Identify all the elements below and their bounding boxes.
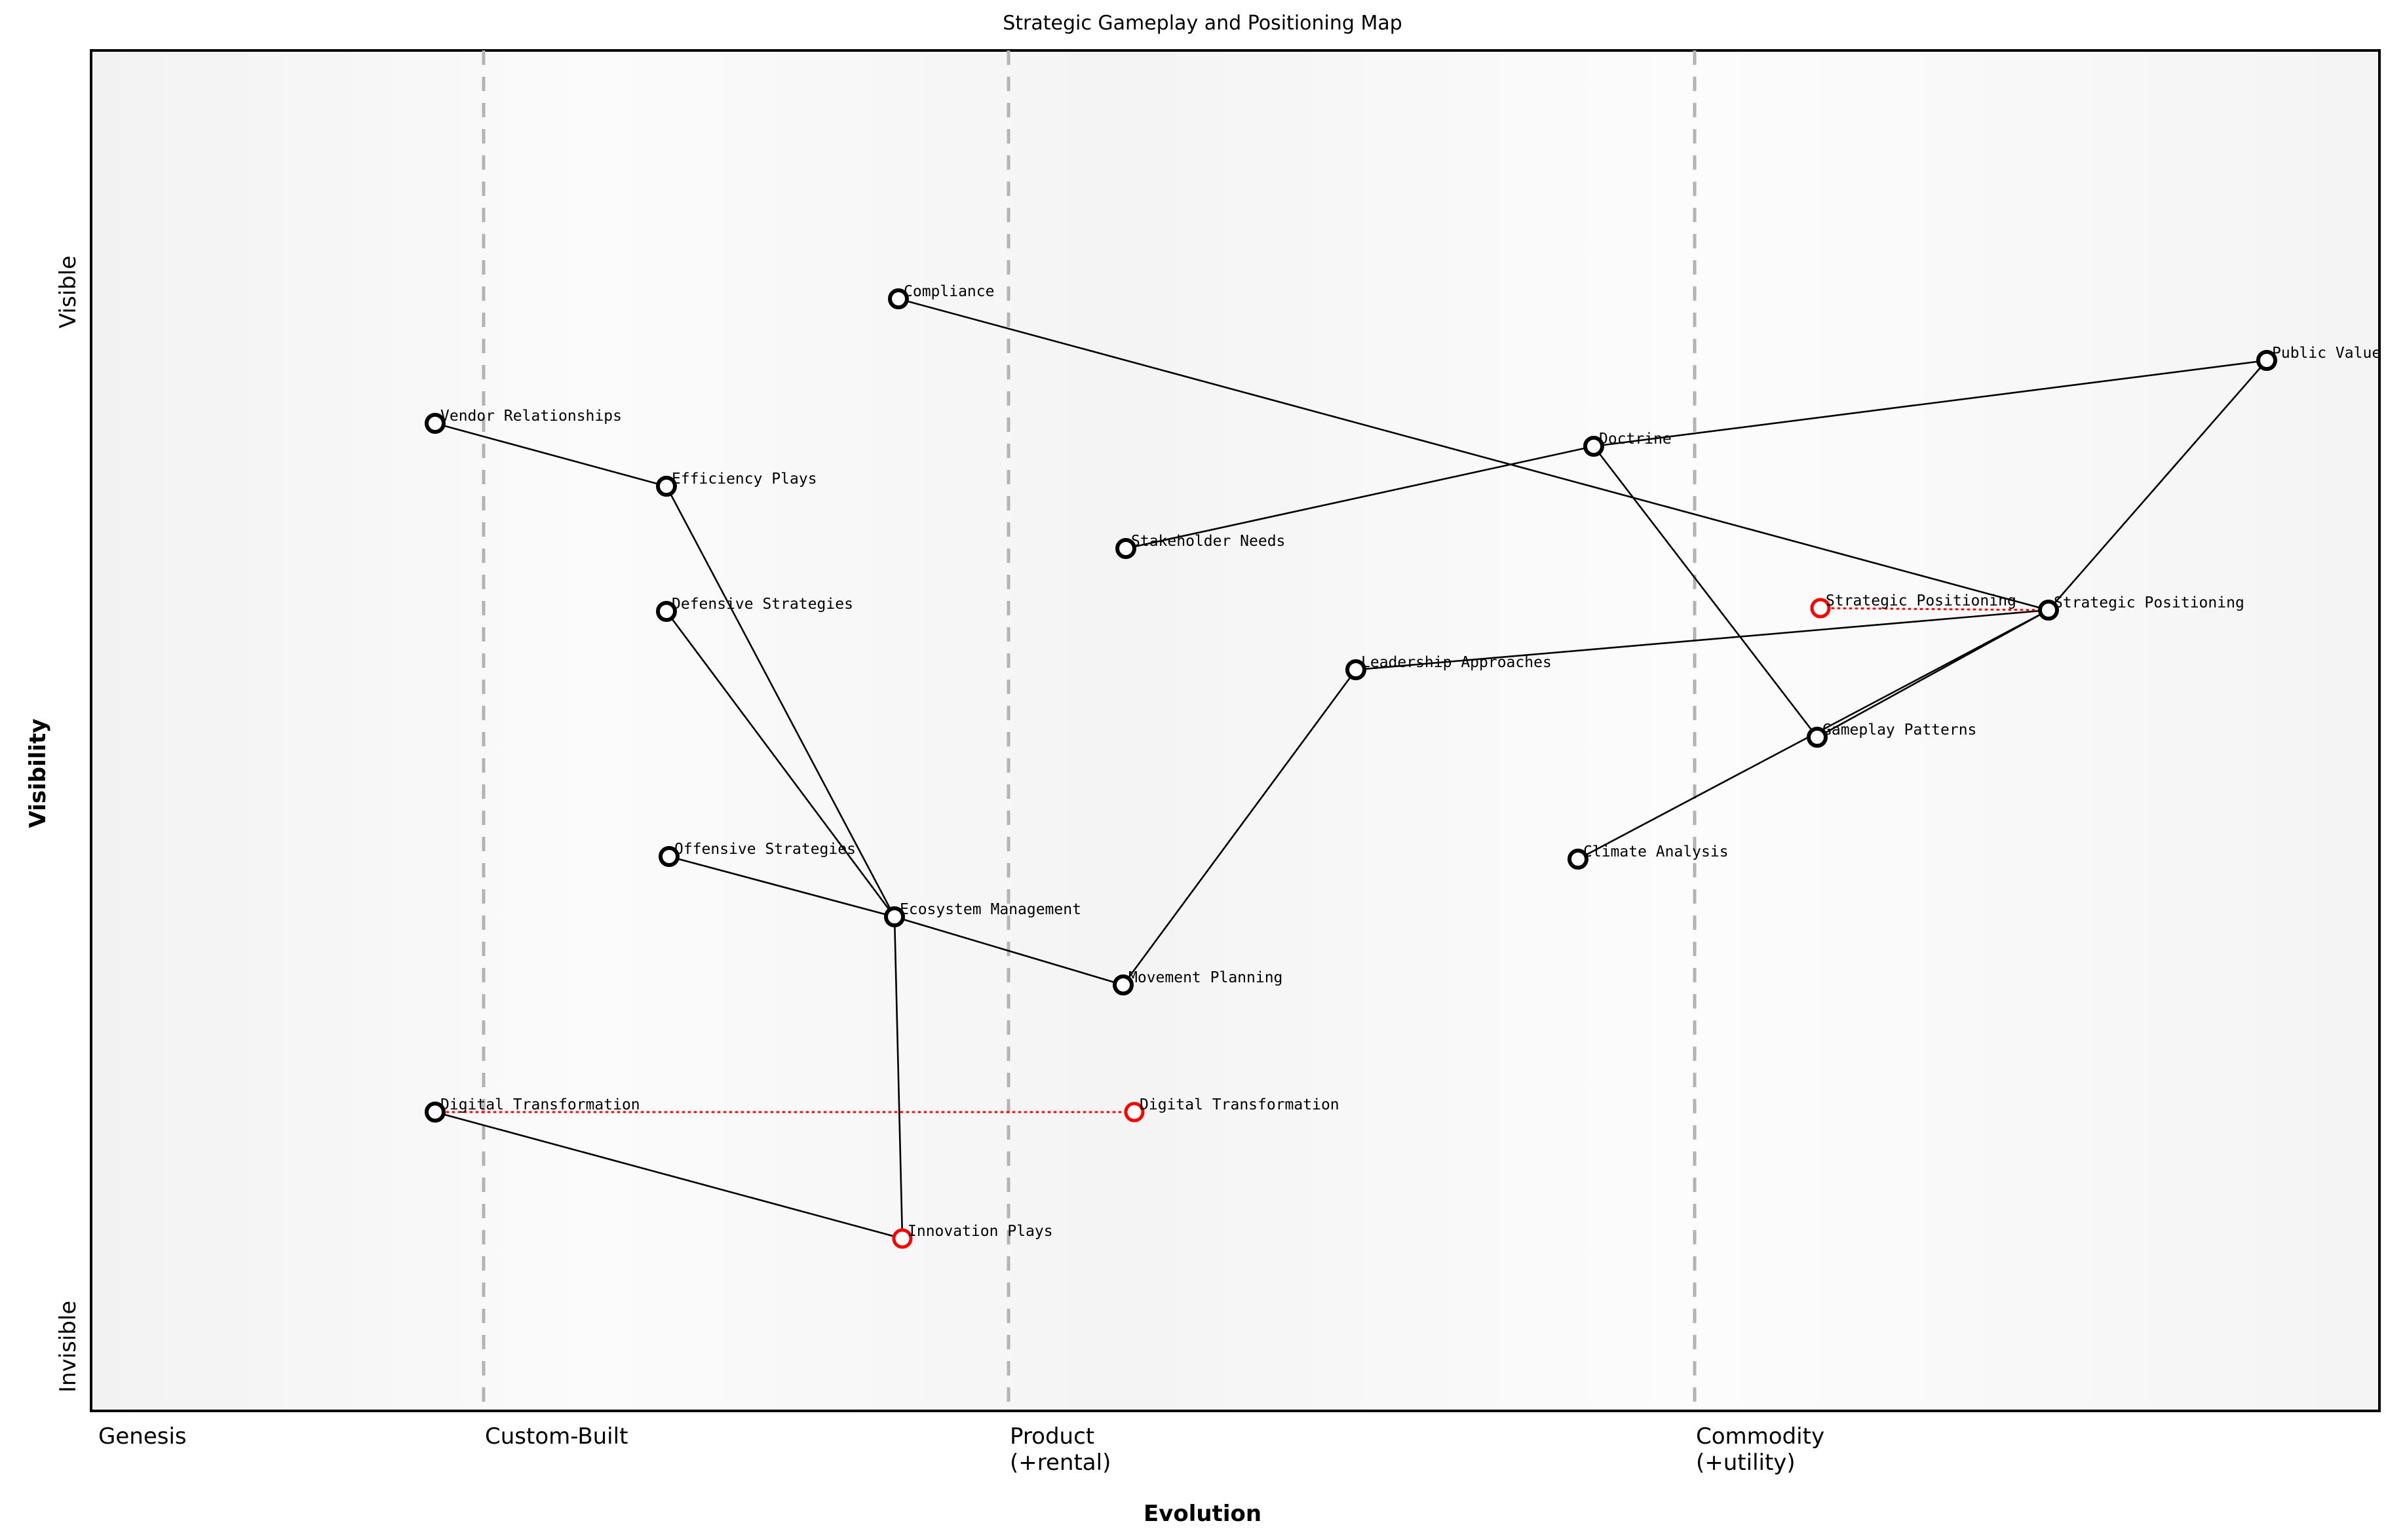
node-label-innovation_plays: Innovation Plays xyxy=(908,1223,1053,1240)
node-label-strategic_positioning: Strategic Positioning xyxy=(2054,594,2244,611)
node-label-compliance: Compliance xyxy=(904,283,995,300)
link-digital_transformation-to-innovation_plays xyxy=(434,1111,903,1240)
x-axis-tick-3: Commodity(+utility) xyxy=(1696,1423,1824,1476)
x-axis-tick-label: Genesis xyxy=(98,1423,187,1450)
link-stakeholder_needs-to-doctrine xyxy=(1125,445,1594,550)
x-axis-tick-label: Product xyxy=(1010,1423,1095,1450)
node-stakeholder_needs[interactable] xyxy=(1115,538,1136,559)
y-axis-tick-visible: Visible xyxy=(55,256,81,329)
node-compliance[interactable] xyxy=(888,288,909,309)
node-label-ecosystem_management: Ecosystem Management xyxy=(900,901,1081,918)
x-axis-title: Evolution xyxy=(1143,1501,1262,1527)
x-axis-tick-label: Commodity xyxy=(1696,1423,1825,1450)
link-compliance-to-strategic_positioning xyxy=(898,298,2049,611)
x-axis-tick-sublabel: (+utility) xyxy=(1696,1450,1796,1476)
node-label-climate_analysis: Climate Analysis xyxy=(1583,843,1729,860)
node-label-public_value: Public Value xyxy=(2272,345,2381,362)
node-label-gameplay_patterns: Gameplay Patterns xyxy=(1822,722,1977,739)
node-strategic_positioning_ghost[interactable] xyxy=(1810,598,1831,619)
node-label-movement_planning: Movement Planning xyxy=(1128,969,1283,986)
node-label-digital_transformation_ghost: Digital Transformation xyxy=(1140,1096,1339,1113)
node-digital_transformation[interactable] xyxy=(425,1102,446,1123)
node-ecosystem_management[interactable] xyxy=(884,906,905,927)
link-defensive_strategies-to-ecosystem_management xyxy=(665,611,896,917)
link-public_value-to-strategic_positioning xyxy=(2048,360,2267,611)
node-label-defensive_strategies: Defensive Strategies xyxy=(672,596,853,613)
dependency-links xyxy=(434,298,2267,1240)
link-ecosystem_management-to-innovation_plays xyxy=(893,916,904,1239)
node-offensive_strategies[interactable] xyxy=(659,846,680,867)
link-doctrine-to-gameplay_patterns xyxy=(1592,446,1818,738)
node-label-offensive_strategies: Offensive Strategies xyxy=(674,841,856,858)
node-public_value[interactable] xyxy=(2256,350,2277,371)
node-efficiency_plays[interactable] xyxy=(656,476,677,497)
x-axis-tick-label: Custom-Built xyxy=(485,1423,628,1450)
evolve-link-strategic_positioning_ghost xyxy=(1819,607,2050,611)
x-axis-tick-0: Genesis xyxy=(98,1423,187,1450)
page-title: Strategic Gameplay and Positioning Map xyxy=(1003,12,1402,35)
node-label-efficiency_plays: Efficiency Plays xyxy=(672,471,817,488)
node-climate_analysis[interactable] xyxy=(1568,849,1588,870)
link-offensive_strategies-to-ecosystem_management xyxy=(668,855,895,918)
node-strategic_positioning[interactable] xyxy=(2038,600,2059,621)
evolution-gridlines xyxy=(482,50,1697,1411)
node-label-strategic_positioning_ghost: Strategic Positioning xyxy=(1826,592,2016,609)
link-vendor_relationships-to-efficiency_plays xyxy=(434,422,667,488)
y-axis-title: Visibility xyxy=(25,718,51,828)
x-axis-tick-sublabel: (+rental) xyxy=(1010,1450,1111,1476)
link-efficiency_plays-to-ecosystem_management xyxy=(665,486,896,917)
node-digital_transformation_ghost[interactable] xyxy=(1124,1102,1145,1123)
node-label-leadership_approaches: Leadership Approaches xyxy=(1361,654,1552,671)
evolution-arrows xyxy=(434,607,2050,1113)
node-gameplay_patterns[interactable] xyxy=(1807,727,1828,748)
node-label-doctrine: Doctrine xyxy=(1599,431,1672,448)
node-label-digital_transformation: Digital Transformation xyxy=(440,1096,640,1113)
link-leadership_approaches-to-strategic_positioning xyxy=(1355,609,2049,671)
link-movement_planning-to-leadership_approaches xyxy=(1122,669,1357,986)
node-label-stakeholder_needs: Stakeholder Needs xyxy=(1131,533,1286,550)
link-ecosystem_management-to-movement_planning xyxy=(894,915,1124,986)
x-axis-tick-1: Custom-Built xyxy=(485,1423,628,1450)
map-nodes[interactable] xyxy=(425,288,2277,1249)
node-vendor_relationships[interactable] xyxy=(425,413,446,434)
node-innovation_plays[interactable] xyxy=(892,1228,913,1249)
node-leadership_approaches[interactable] xyxy=(1345,659,1366,680)
y-axis-tick-invisible: Invisible xyxy=(55,1300,81,1393)
link-doctrine-to-public_value xyxy=(1593,359,2267,448)
node-doctrine[interactable] xyxy=(1583,436,1604,457)
node-movement_planning[interactable] xyxy=(1113,974,1134,995)
node-defensive_strategies[interactable] xyxy=(656,601,677,622)
x-axis-tick-2: Product(+rental) xyxy=(1010,1423,1111,1476)
node-label-vendor_relationships: Vendor Relationships xyxy=(440,408,622,425)
